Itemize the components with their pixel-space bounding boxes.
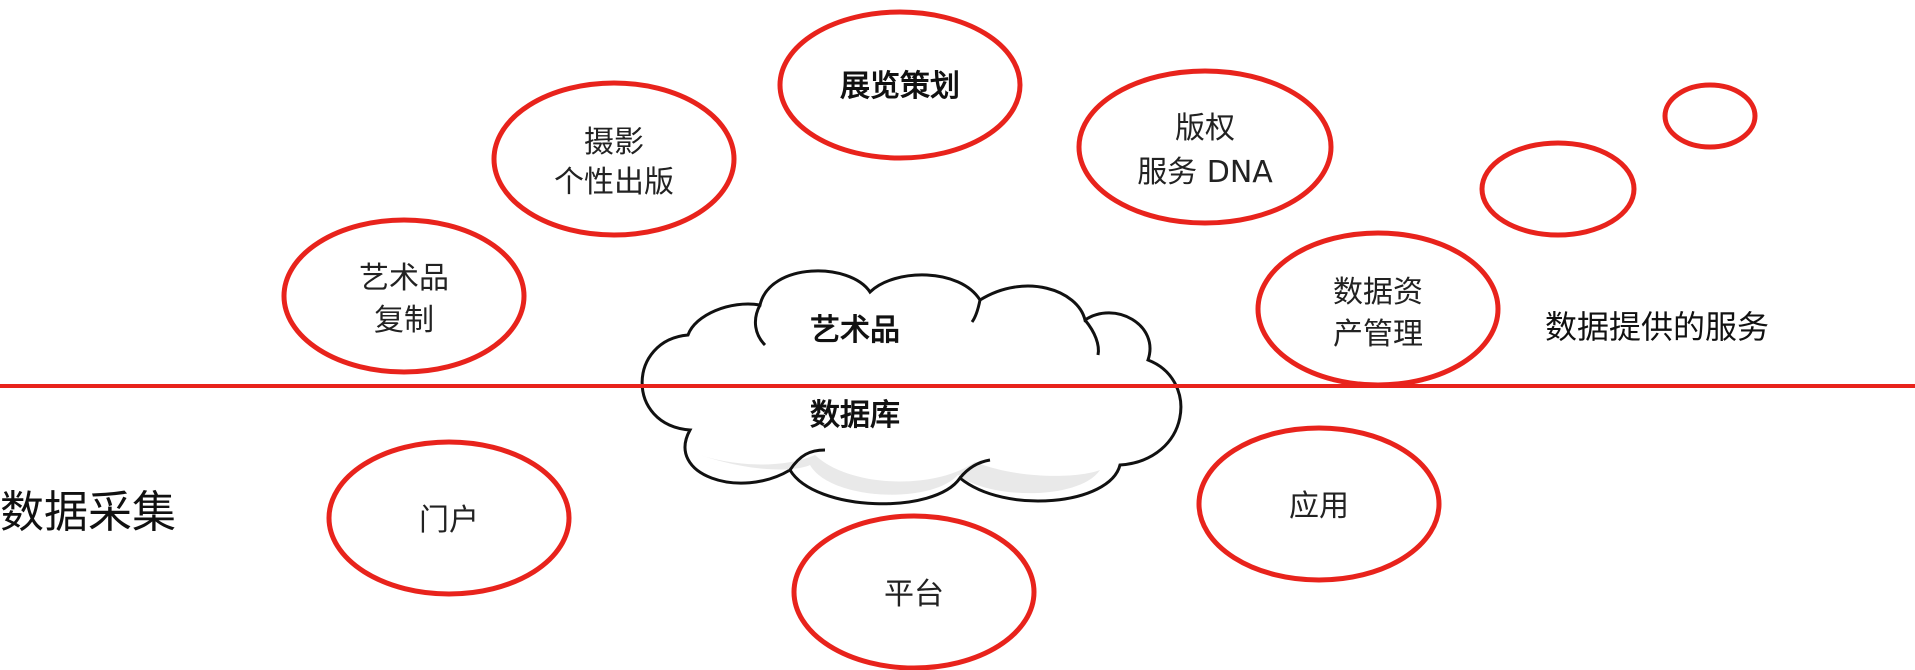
node-copyright-line2: 服务 DNA [1137,155,1273,190]
node-data-asset-line1: 数据资 [1333,275,1423,310]
node-exhibition-label: 展览策划 [840,69,960,104]
upper-section-label: 数据提供的服务 [1545,308,1769,346]
node-art-copy-line1: 艺术品 [359,261,449,296]
node-art-copy-line2: 复制 [374,303,434,338]
node-data-asset-line2: 产管理 [1333,317,1423,352]
node-art-copy: 艺术品 复制 [281,217,527,375]
node-empty-large [1479,140,1637,238]
lower-section-label: 数据采集 [0,487,176,538]
node-photography-line2: 个性出版 [554,165,674,200]
node-application: 应用 [1196,425,1442,583]
cloud-label-line2: 数据库 [810,398,900,433]
node-empty-small [1662,82,1758,150]
cloud-label-line1: 艺术品 [810,313,900,348]
node-application-label: 应用 [1289,489,1349,524]
node-platform-label: 平台 [884,577,944,612]
node-portal: 门户 [326,439,572,597]
node-portal-label: 门户 [419,503,479,538]
node-exhibition: 展览策划 [777,9,1023,161]
node-platform: 平台 [791,513,1037,670]
node-photography: 摄影 个性出版 [491,80,737,238]
node-photography-line1: 摄影 [584,125,644,160]
node-copyright-line1: 版权 [1175,111,1235,146]
node-copyright: 版权 服务 DNA [1076,68,1334,226]
node-data-asset: 数据资 产管理 [1255,230,1501,388]
